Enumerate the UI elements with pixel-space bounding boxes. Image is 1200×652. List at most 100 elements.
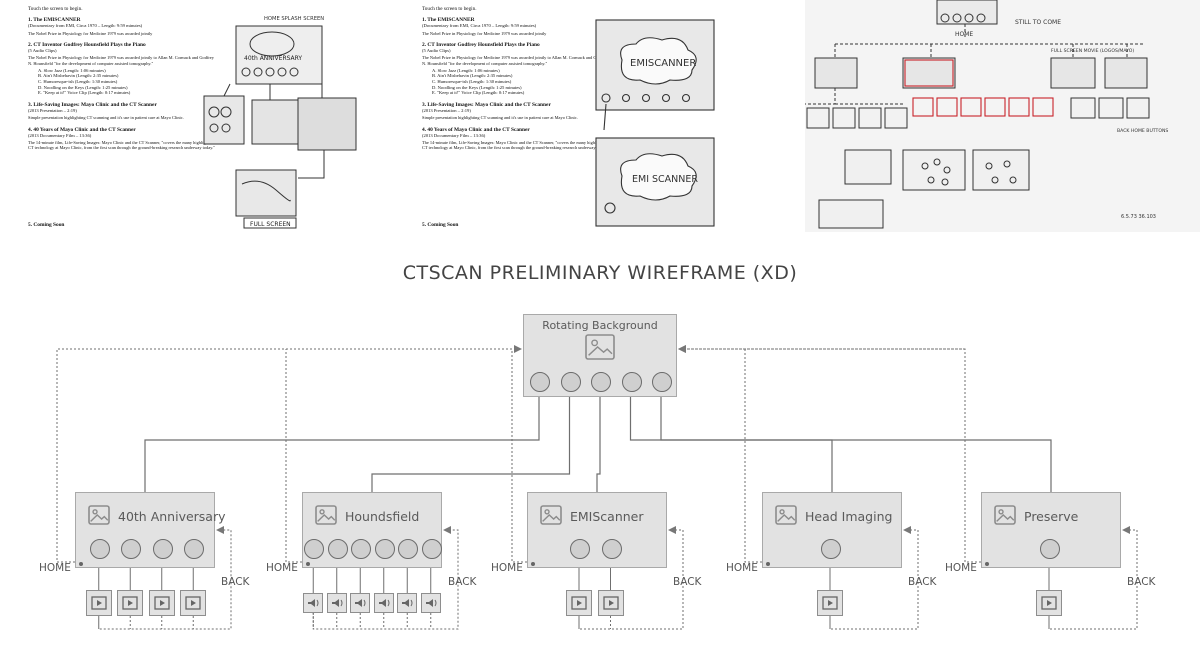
section-screen-40th-anniversary[interactable]: 40th Anniversary [75, 492, 226, 568]
play-video-icon [822, 596, 838, 610]
audio-clip-screen[interactable] [326, 593, 347, 613]
video-player-screen[interactable] [566, 590, 592, 616]
section-item-button[interactable] [304, 539, 325, 559]
doc-item: 1. The EMISCANNER (Documentary from EMI,… [422, 17, 612, 36]
play-video-icon [154, 596, 170, 610]
home-label: HOME [491, 562, 523, 574]
doc-footer: 5. Coming Soon [422, 222, 459, 228]
home-anchor-dot [531, 562, 535, 566]
audio-clip-screen[interactable] [397, 593, 418, 613]
video-player-screen[interactable] [817, 590, 843, 616]
sketch-note-code: 6.5.73 36.103 [1121, 214, 1156, 220]
home-anchor-dot [79, 562, 83, 566]
hand-sketch-3: HOME STILL TO COME FULL SCREEN MOVIE (LO… [805, 0, 1168, 229]
home-label: HOME [266, 562, 298, 574]
doc-item-sub: (5 Audio Clips) [422, 48, 451, 54]
audio-clip-screen[interactable] [420, 593, 441, 613]
back-label: BACK [673, 576, 702, 588]
audio-clip-screen[interactable] [373, 593, 394, 613]
video-player-screen[interactable] [85, 590, 112, 616]
root-nav-button[interactable] [652, 372, 672, 392]
root-to-section-line [596, 397, 601, 492]
video-player-screen[interactable] [117, 590, 144, 616]
section-item-button[interactable] [570, 539, 590, 559]
section-label: Preserve [1024, 509, 1079, 524]
doc-item-note: Simple presentation highlighting CT scan… [28, 115, 184, 121]
speaker-icon [331, 599, 343, 607]
audio-clip-screen[interactable] [303, 593, 324, 613]
image-placeholder-icon [994, 505, 1016, 525]
section-item-button[interactable] [121, 539, 142, 559]
section-item-button[interactable] [89, 539, 110, 559]
audio-clip-screen[interactable] [350, 593, 371, 613]
video-player-screen[interactable] [1036, 590, 1062, 616]
video-player-screen[interactable] [180, 590, 207, 616]
doc-footer: 5. Coming Soon [28, 222, 65, 228]
root-nav-button[interactable] [591, 372, 611, 392]
speaker-icon [355, 599, 366, 607]
doc-touch-text: Touch the screen to begin. [28, 6, 83, 12]
speaker-icon [378, 599, 390, 607]
back-label: BACK [448, 576, 477, 588]
doc-track-list: A. Slow Jazz (Length: 1:06 minutes) B. A… [28, 68, 218, 96]
doc-item-sub: (2013 Presentation – 2:19) [422, 108, 471, 113]
section-item-button[interactable] [398, 539, 419, 559]
section-label: EMIScanner [570, 509, 644, 524]
sketch-note-emi-2: EMI SCANNER [632, 174, 698, 185]
section-item-button[interactable] [327, 539, 348, 559]
sketch-panel-1: Touch the screen to begin. 1. The EMISCA… [0, 0, 396, 232]
section-screen-head-imaging[interactable]: Head Imaging [762, 492, 902, 568]
section-label: 40th Anniversary [118, 509, 226, 524]
doc-track: E. "Keep at it!" Voice Clip (Length: 0:1… [432, 90, 525, 96]
video-player-screen[interactable] [148, 590, 175, 616]
doc-item-note: The Nobel Prize in Physiology for Medici… [28, 55, 214, 66]
section-screen-emiscanner[interactable]: EMIScanner [527, 492, 667, 568]
doc-item-note: The Nobel Prize in Physiology for Medici… [28, 30, 153, 36]
image-placeholder-icon [585, 334, 615, 360]
section-screen-preserve[interactable]: Preserve [981, 492, 1121, 568]
section-item-button[interactable] [601, 539, 622, 559]
sketch-note-emi: EMISCANNER [630, 58, 696, 69]
home-anchor-dot [306, 562, 310, 566]
section-item-button[interactable] [152, 539, 173, 559]
doc-track: B. Ain't Misbehavin (Length: 2:35 minute… [38, 73, 119, 79]
section-item-button[interactable] [374, 539, 395, 559]
section-item-button[interactable] [821, 539, 841, 559]
doc-track: C. Humoresque-ish (Length: 1:30 minutes) [432, 79, 512, 85]
image-placeholder-icon [775, 505, 797, 525]
root-to-section-line [371, 397, 571, 492]
section-item-button[interactable] [184, 539, 205, 559]
section-item-button[interactable] [1040, 539, 1060, 559]
speaker-icon [425, 599, 437, 607]
doc-item: 4. 40 Years of Mayo Clinic and the CT Sc… [422, 127, 612, 151]
doc-item-sub: (2013 Presentation – 2:19) [28, 108, 77, 113]
root-screen-rotating-background[interactable]: Rotating Background [523, 314, 677, 397]
root-nav-button[interactable] [621, 372, 642, 392]
doc-item-sub: (2013 Documentary Film – 13:36) [422, 132, 486, 138]
home-anchor-dot [985, 562, 989, 566]
doc-item: 4. 40 Years of Mayo Clinic and the CT Sc… [28, 127, 218, 151]
sketch-strip: Touch the screen to begin. 1. The EMISCA… [0, 0, 1200, 232]
root-nav-button[interactable] [530, 372, 550, 392]
section-screen-houndsfield[interactable]: Houndsfield [302, 492, 442, 568]
speaker-icon [308, 599, 319, 607]
root-nav-button[interactable] [560, 372, 581, 392]
back-label: BACK [908, 576, 937, 588]
play-video-icon [571, 596, 587, 610]
doc-item-note: The Nobel Prize in Physiology for Medici… [422, 30, 547, 36]
home-loop-line [678, 345, 981, 563]
doc-item-note: The 14-minute film, Life-Saving Images: … [28, 140, 216, 151]
section-item-button[interactable] [421, 539, 442, 559]
doc-item-title: 3. Life-Saving Images: Mayo Clinic and t… [422, 101, 551, 108]
doc-item: 2. CT Inventor Godfrey Hounsfield Plays … [422, 42, 612, 96]
sketch-note-home: HOME [955, 31, 973, 38]
doc-item: 3. Life-Saving Images: Mayo Clinic and t… [422, 102, 612, 121]
root-to-section-line [660, 397, 1052, 492]
wireframe-title: CTSCAN PRELIMINARY WIREFRAME (XD) [402, 262, 798, 284]
back-label: BACK [1127, 576, 1156, 588]
doc-track: A. Slow Jazz (Length: 1:06 minutes) [432, 67, 500, 73]
section-item-button[interactable] [351, 539, 372, 559]
video-player-screen[interactable] [597, 590, 624, 616]
doc-item-title: 1. The EMISCANNER [28, 17, 81, 23]
